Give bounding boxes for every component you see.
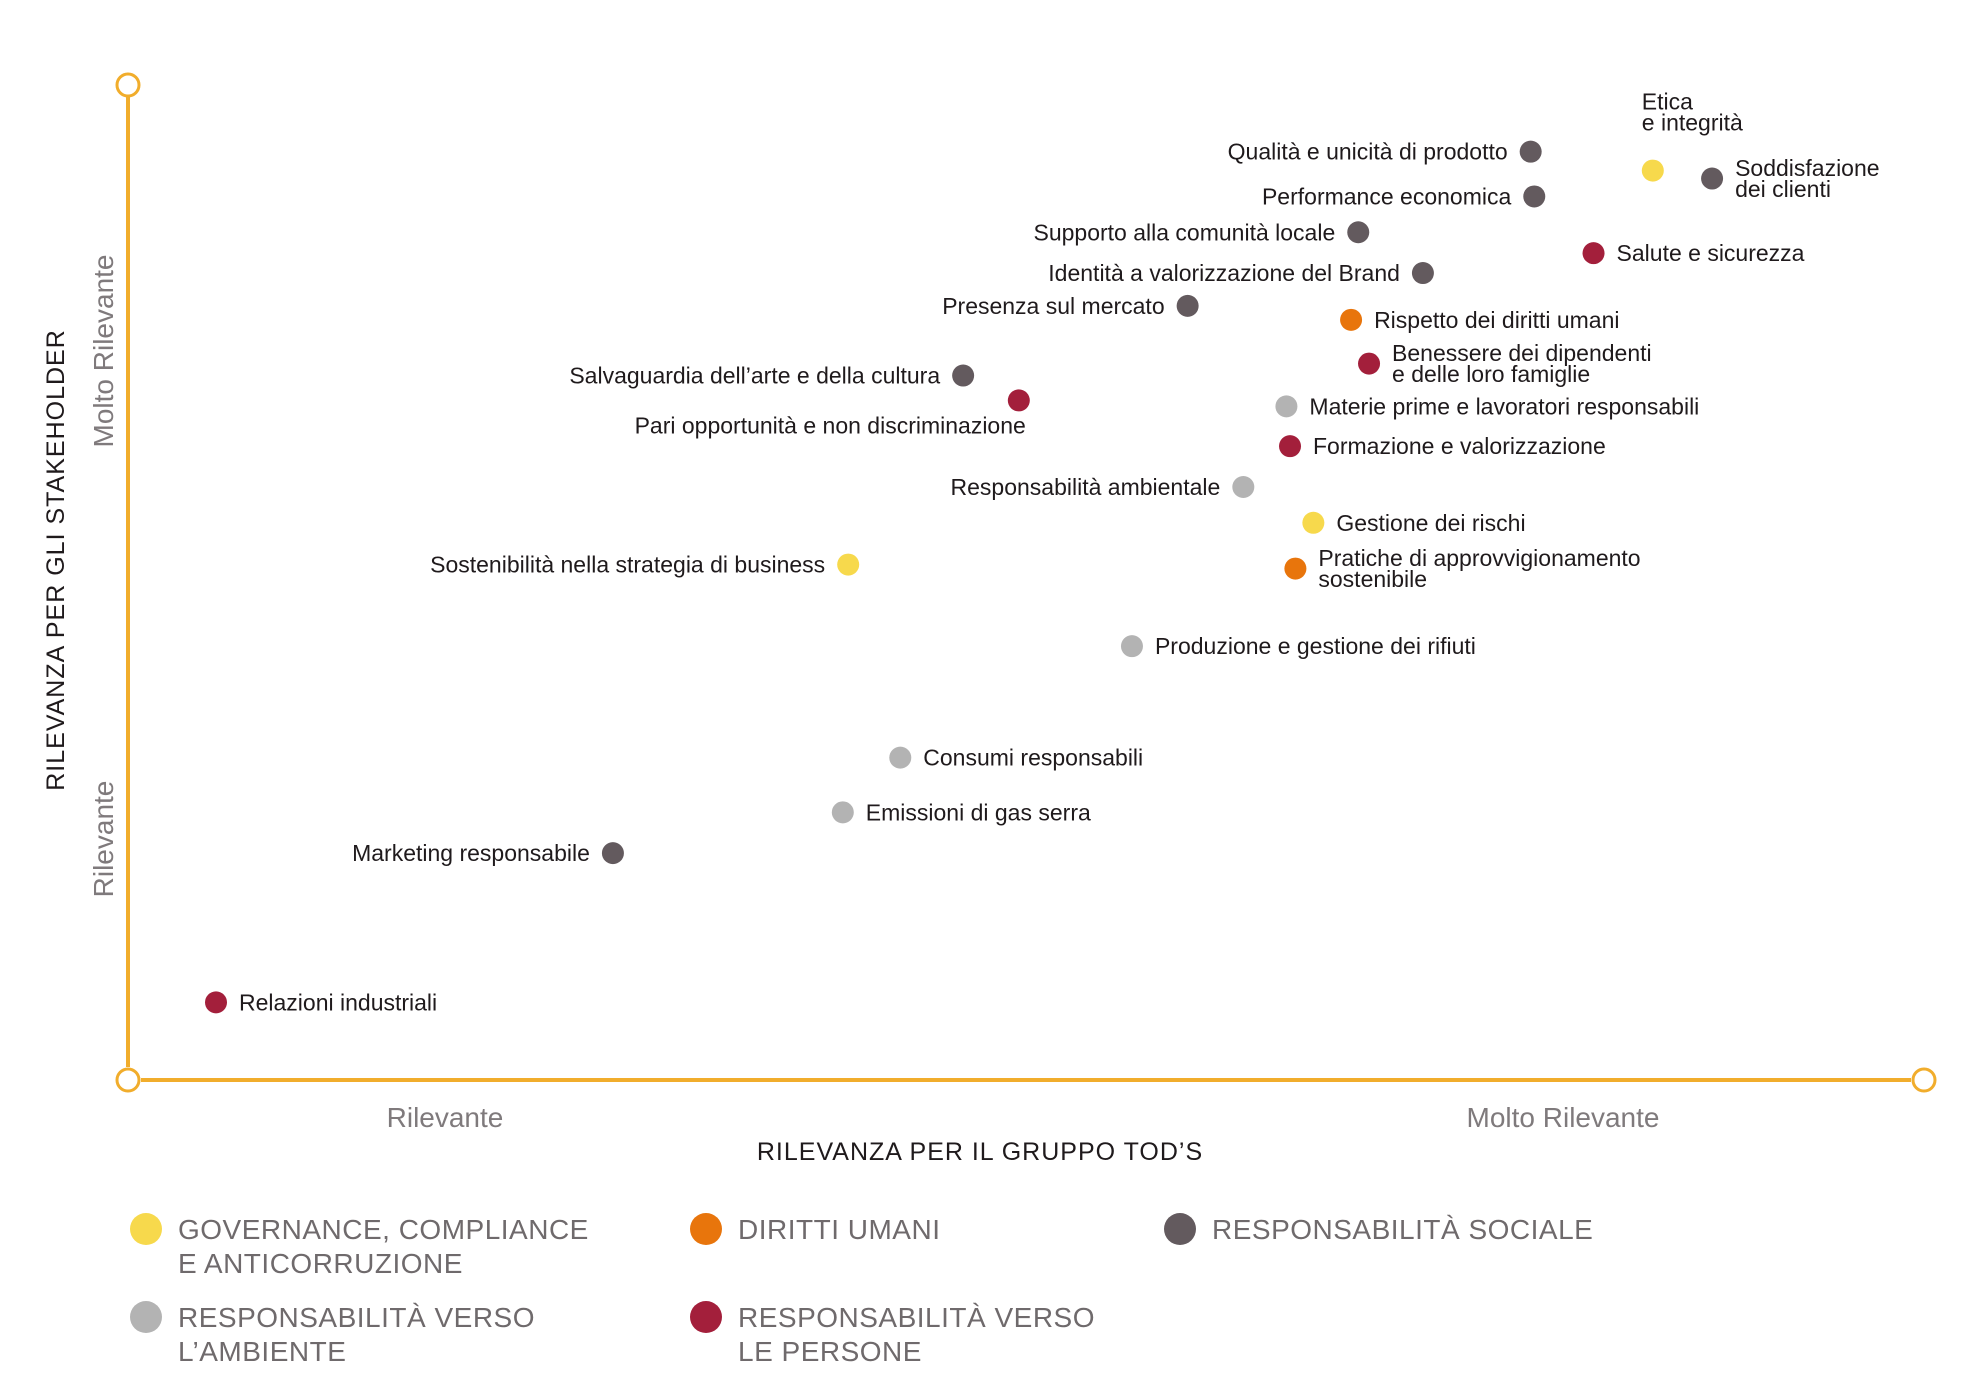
data-point-label: Rispetto dei diritti umani xyxy=(1374,307,1619,333)
data-point xyxy=(1347,221,1370,244)
data-point-label: Formazione e valorizzazione xyxy=(1313,433,1606,459)
legend-item-ambiente: RESPONSABILITÀ VERSO L’AMBIENTE xyxy=(130,1301,535,1369)
y-axis-title: RILEVANZA PER GLI STAKEHOLDER xyxy=(42,329,70,791)
x-axis-title: RILEVANZA PER IL GRUPPO TOD’S xyxy=(757,1138,1203,1166)
legend-item-governance: GOVERNANCE, COMPLIANCE E ANTICORRUZIONE xyxy=(130,1213,589,1281)
data-point xyxy=(1232,475,1255,498)
data-point-label: Emissioni di gas serra xyxy=(866,799,1091,825)
data-point xyxy=(831,801,854,824)
data-point xyxy=(837,553,860,576)
legend-item-persone: RESPONSABILITÀ VERSO LE PERSONE xyxy=(690,1301,1095,1369)
legend-label-ambiente: RESPONSABILITÀ VERSO L’AMBIENTE xyxy=(178,1302,535,1367)
data-point xyxy=(1302,511,1325,534)
legend: GOVERNANCE, COMPLIANCE E ANTICORRUZIONE … xyxy=(130,1195,1630,1375)
legend-item-diritti-umani: DIRITTI UMANI xyxy=(690,1213,941,1247)
data-point-label: Identità a valorizzazione del Brand xyxy=(1048,260,1400,286)
legend-label-diritti-umani: DIRITTI UMANI xyxy=(738,1214,941,1245)
legend-dot-ambiente xyxy=(130,1301,162,1333)
data-point xyxy=(1275,395,1298,418)
legend-dot-diritti-umani xyxy=(690,1213,722,1245)
data-point-label: Performance economica xyxy=(1262,183,1511,209)
data-point xyxy=(889,746,912,769)
x-axis-end-marker xyxy=(1911,1067,1937,1093)
materiality-scatter-chart: Rilevante Molto Rilevante RILEVANZA PER … xyxy=(42,72,1937,1166)
axes xyxy=(115,72,1937,1093)
legend-dot-persone xyxy=(690,1301,722,1333)
y-tick-label-high: Molto Rilevante xyxy=(88,255,119,448)
data-point xyxy=(1358,352,1381,375)
data-point xyxy=(1120,635,1143,658)
data-point-label: Materie prime e lavoratori responsabili xyxy=(1309,393,1699,419)
legend-dot-governance xyxy=(130,1213,162,1245)
x-tick-label-low: Rilevante xyxy=(387,1102,504,1133)
data-point xyxy=(1411,262,1434,285)
data-point-label: Consumi responsabili xyxy=(923,745,1143,771)
data-point-label: Presenza sul mercato xyxy=(942,293,1164,319)
data-point xyxy=(1523,185,1546,208)
data-point-label: Sostenibilità nella strategia di busines… xyxy=(430,552,825,578)
origin-marker xyxy=(115,1067,141,1093)
data-point xyxy=(1519,140,1542,163)
legend-dot-sociale xyxy=(1164,1213,1196,1245)
y-axis-end-marker xyxy=(115,72,141,98)
data-point xyxy=(1340,308,1363,331)
data-point-label: Salvaguardia dell’arte e della cultura xyxy=(569,363,940,389)
legend-label-sociale: RESPONSABILITÀ SOCIALE xyxy=(1212,1214,1594,1245)
data-point-label: Marketing responsabile xyxy=(352,840,590,866)
y-tick-label-low: Rilevante xyxy=(88,781,119,898)
data-point-label: Pari opportunità e non discriminazione xyxy=(635,412,1026,438)
legend-item-sociale: RESPONSABILITÀ SOCIALE xyxy=(1164,1213,1593,1247)
legend-label-governance: GOVERNANCE, COMPLIANCE E ANTICORRUZIONE xyxy=(178,1214,589,1279)
data-point xyxy=(601,842,624,865)
data-point xyxy=(1007,389,1030,412)
data-point xyxy=(1176,294,1199,317)
data-point xyxy=(1279,435,1302,458)
data-point xyxy=(1701,167,1724,190)
data-point xyxy=(1284,557,1307,580)
data-point xyxy=(952,364,975,387)
data-point-label: Supporto alla comunità locale xyxy=(1034,219,1336,245)
data-point xyxy=(1582,242,1605,265)
data-point-label: Salute e sicurezza xyxy=(1617,240,1805,266)
data-point-label: Gestione dei rischi xyxy=(1336,510,1525,536)
data-point xyxy=(205,991,228,1014)
data-point-label: Responsabilità ambientale xyxy=(951,474,1221,500)
data-point-label: Relazioni industriali xyxy=(239,989,437,1015)
x-tick-label-high: Molto Rilevante xyxy=(1467,1102,1660,1133)
legend-label-persone: RESPONSABILITÀ VERSO LE PERSONE xyxy=(738,1302,1095,1367)
data-point xyxy=(1641,159,1664,182)
data-point-label: Qualità e unicità di prodotto xyxy=(1228,139,1508,165)
data-point-label: Produzione e gestione dei rifiuti xyxy=(1155,633,1476,659)
